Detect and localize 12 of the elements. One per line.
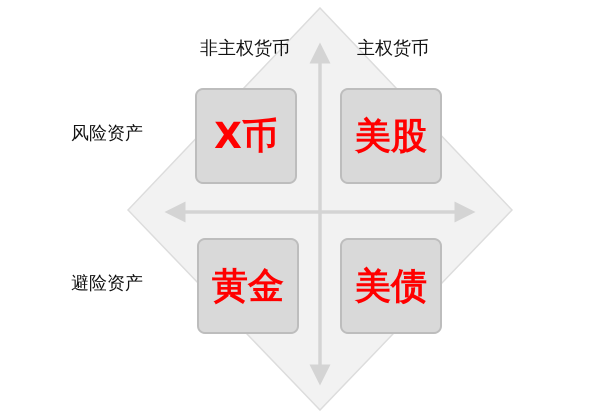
asset-box <box>340 238 442 334</box>
asset-name: 美债 <box>355 264 427 308</box>
column-label: 主权货币 <box>357 37 429 60</box>
column-label: 非主权货币 <box>200 37 290 60</box>
row-label: 风险资产 <box>71 122 143 145</box>
row-label: 避险资产 <box>71 272 143 295</box>
asset-name: 美股 <box>355 114 427 158</box>
asset-name: 黄金 <box>212 264 284 308</box>
asset-box <box>195 88 297 184</box>
asset-name: X币 <box>214 114 278 158</box>
asset-box <box>340 88 442 184</box>
asset-box <box>197 238 299 334</box>
